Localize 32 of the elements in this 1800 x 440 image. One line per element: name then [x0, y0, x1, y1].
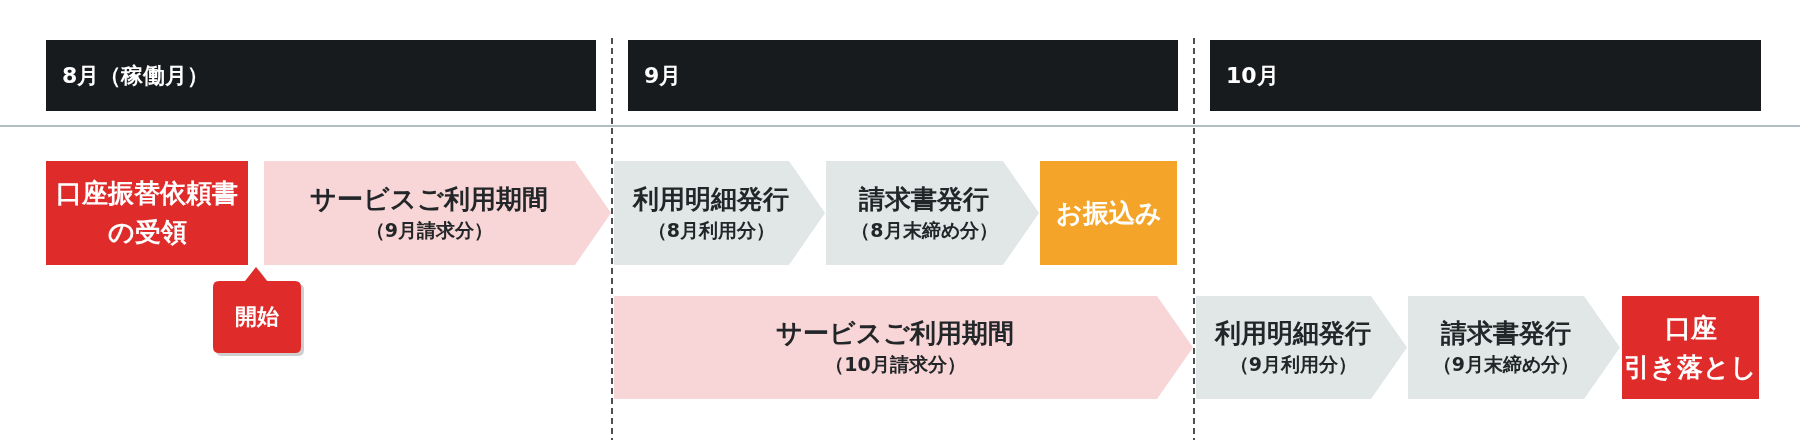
step-note: （9月利用分）	[1229, 352, 1357, 378]
month-label: 10月	[1226, 61, 1279, 90]
callout-bubble	[213, 266, 305, 356]
month-label: 9月	[644, 61, 682, 90]
chevron-step	[264, 161, 611, 265]
step-title: 利用明細発行	[633, 182, 790, 216]
step-title: 請求書発行	[1440, 317, 1571, 351]
step-title: サービスご利用期間	[310, 182, 549, 216]
chevron-step	[1196, 296, 1407, 399]
chevron-step	[614, 161, 825, 265]
chevron-step	[614, 296, 1193, 399]
step-label: 口座引き落とし	[1624, 311, 1757, 384]
step-note: （8月末締め分）	[851, 217, 998, 243]
step-note: （9月末締め分）	[1432, 352, 1579, 378]
step-box	[1040, 161, 1177, 265]
callout-label: 開始	[235, 303, 279, 332]
step-title: サービスご利用期間	[776, 317, 1015, 351]
step-label: お振込み	[1055, 196, 1162, 230]
step-box	[1622, 296, 1759, 399]
month-header-bar	[1210, 40, 1761, 111]
month-label: 8月（稼働月）	[62, 61, 210, 90]
month-header-bar	[628, 40, 1178, 111]
step-note: （8月利用分）	[647, 217, 775, 243]
step-label: 口座振替依頼書の受領	[56, 177, 238, 249]
step-title: 利用明細発行	[1215, 317, 1372, 351]
month-header-bar	[46, 40, 596, 111]
chevron-step	[1408, 296, 1620, 399]
step-box	[46, 161, 248, 265]
step-note: （9月請求分）	[365, 217, 493, 243]
step-title: 請求書発行	[859, 182, 990, 216]
chevron-step	[826, 161, 1039, 265]
step-note: （10月請求分）	[825, 352, 966, 378]
